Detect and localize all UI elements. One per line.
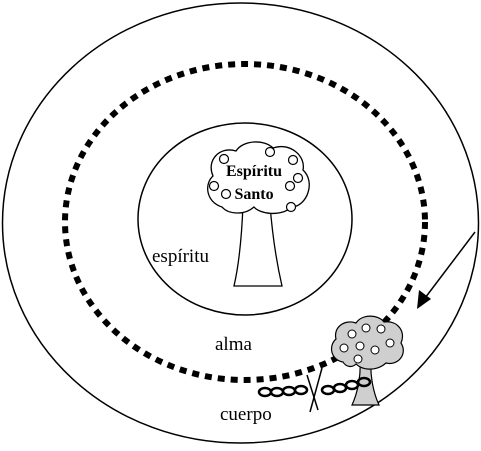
- spirit-label: espíritu: [152, 246, 209, 267]
- chain-icon: [257, 376, 372, 398]
- dashed-ring-soul: [62, 61, 428, 383]
- soul-label: alma: [215, 334, 252, 355]
- break-mark-icon: [306, 367, 323, 413]
- arrow-icon: [417, 231, 476, 309]
- tree-crown: [207, 141, 310, 215]
- holy-spirit-label-line2: Santo: [234, 186, 273, 203]
- small-tree-icon: [330, 315, 404, 406]
- outer-circle-body: [1, 2, 480, 444]
- holy-spirit-label-line1: Espíritu: [226, 163, 282, 180]
- tree-icon: [207, 141, 310, 287]
- inner-circle-spirit: [137, 122, 353, 316]
- body-label: cuerpo: [220, 404, 272, 425]
- tree-trunk: [233, 204, 283, 287]
